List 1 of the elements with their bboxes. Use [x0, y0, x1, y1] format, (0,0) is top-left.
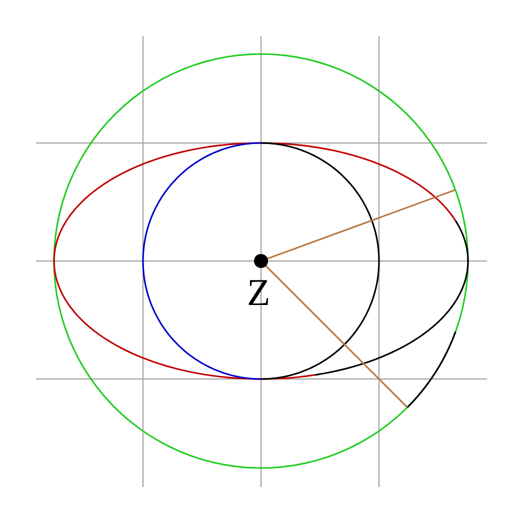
point-label: Z — [247, 274, 270, 312]
